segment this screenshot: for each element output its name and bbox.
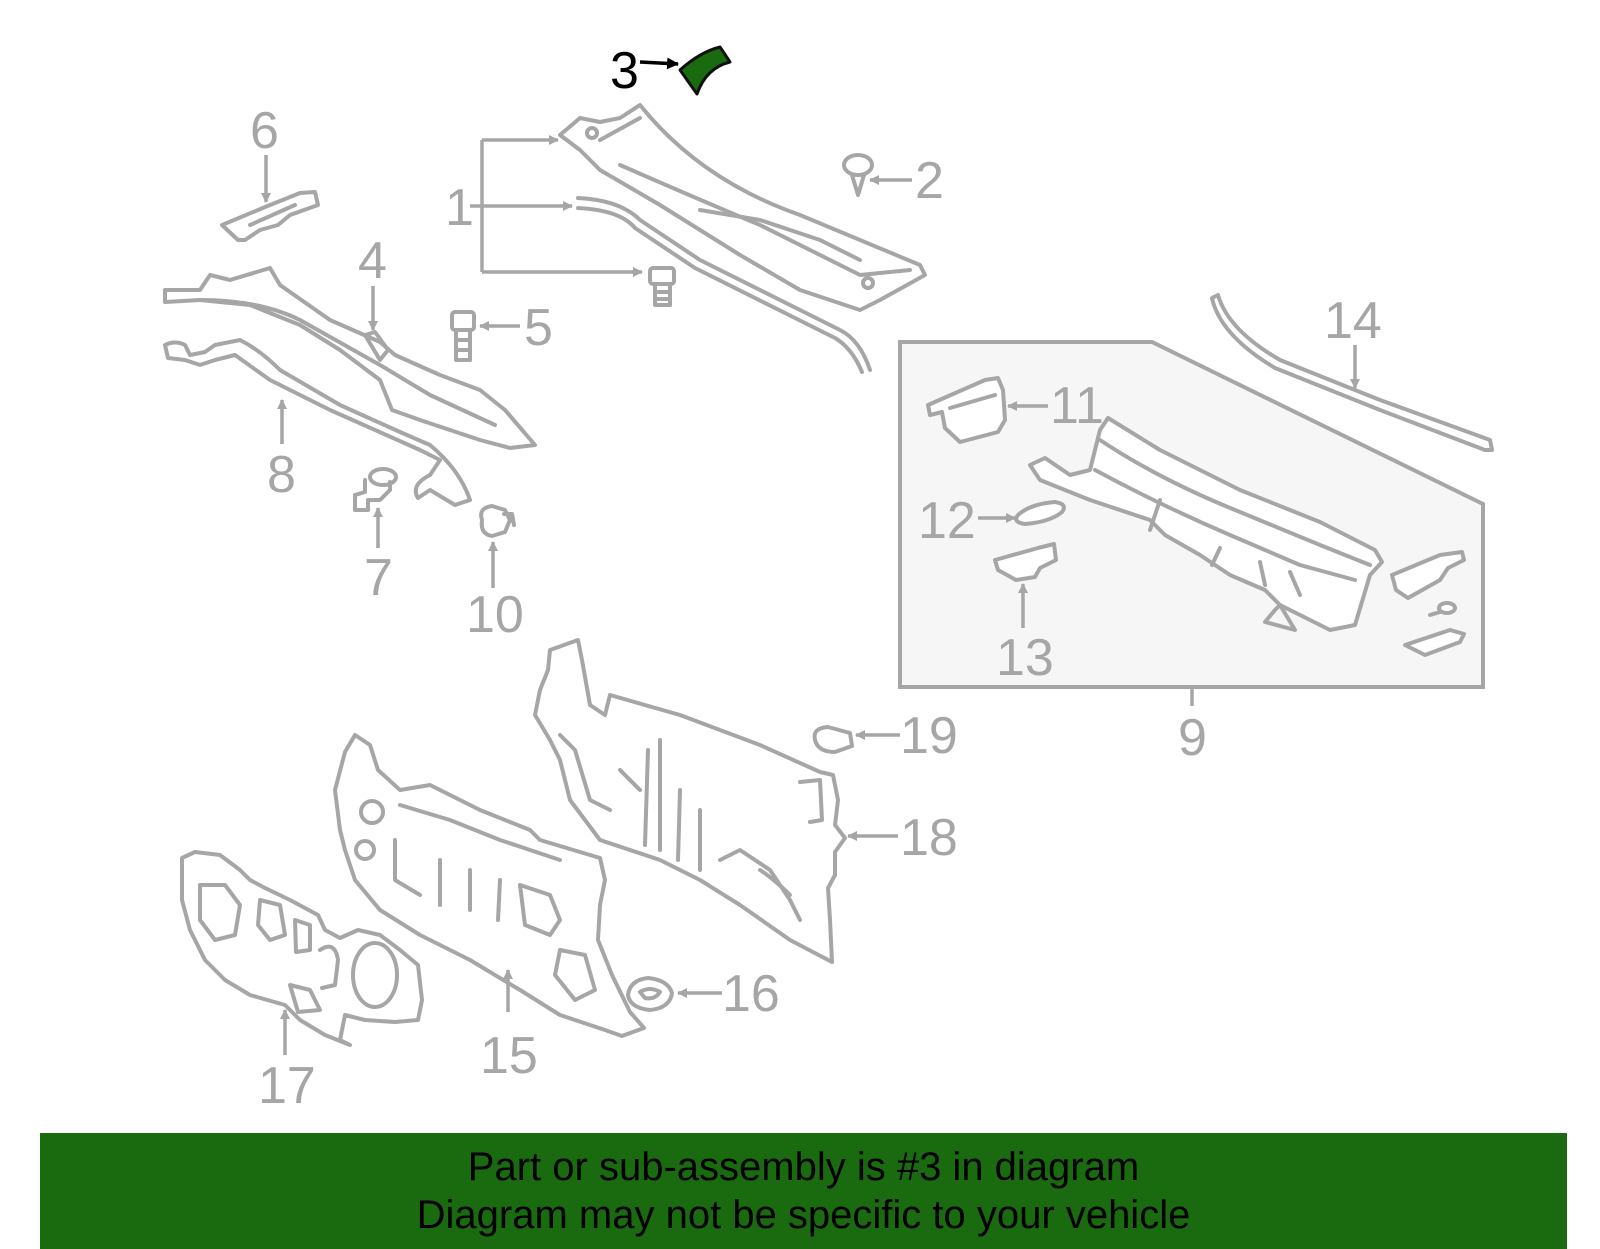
callout-4[interactable]: 4	[358, 232, 387, 290]
callout-9[interactable]: 9	[1178, 709, 1207, 767]
part-11-bracket[interactable]	[926, 376, 1007, 444]
part-7-clip[interactable]	[353, 467, 398, 512]
part-6-bracket[interactable]	[220, 190, 320, 242]
callout-19[interactable]: 19	[900, 707, 958, 765]
callout-2[interactable]: 2	[915, 152, 944, 210]
callout-8[interactable]: 8	[267, 446, 296, 504]
callout-11[interactable]: 11	[1050, 377, 1104, 435]
part-12-plug[interactable]	[1014, 500, 1066, 526]
subassembly-bracket-right[interactable]	[1390, 550, 1466, 657]
callout-6[interactable]: 6	[250, 102, 279, 160]
part-16-grommet[interactable]	[626, 976, 674, 1012]
part-4-cowl-side[interactable]	[163, 266, 537, 450]
callout-7[interactable]: 7	[364, 549, 393, 607]
callout-18[interactable]: 18	[900, 809, 958, 867]
callout-1[interactable]: 1	[445, 179, 474, 237]
part-10-grommet[interactable]	[479, 504, 516, 538]
callout-5[interactable]: 5	[524, 299, 553, 357]
callout-10[interactable]: 10	[466, 586, 524, 644]
part-14-seal[interactable]	[1210, 293, 1494, 452]
part-8-seal[interactable]	[163, 338, 472, 507]
banner-line-1: Part or sub-assembly is #3 in diagram	[467, 1145, 1140, 1189]
part-1-cowl-seal[interactable]	[576, 196, 872, 374]
callout-15[interactable]: 15	[480, 1027, 538, 1085]
info-banner: Part or sub-assembly is #3 in diagram Di…	[40, 1133, 1567, 1249]
callout-16[interactable]: 16	[722, 965, 780, 1023]
part-17-insulator[interactable]	[180, 850, 424, 1047]
part-15-insulator[interactable]	[333, 733, 646, 1038]
part-1-cowl-panel[interactable]	[558, 103, 927, 312]
part-13-bracket[interactable]	[993, 542, 1058, 582]
callout-17[interactable]: 17	[258, 1057, 316, 1115]
callout-14[interactable]: 14	[1324, 292, 1382, 350]
callout-12[interactable]: 12	[918, 492, 976, 550]
part-19-clip[interactable]	[812, 725, 854, 754]
bolt-part-1[interactable]	[648, 266, 676, 307]
part-5-bolt[interactable]	[450, 310, 476, 362]
callout-13[interactable]: 13	[996, 629, 1054, 687]
callout-3[interactable]: 3	[610, 42, 639, 100]
part-2-clip[interactable]	[842, 153, 874, 197]
part-18-dash-panel[interactable]	[533, 638, 847, 964]
leader-3	[639, 57, 679, 70]
part-3-seal[interactable]	[678, 45, 732, 96]
banner-line-2: Diagram may not be specific to your vehi…	[416, 1193, 1191, 1237]
subassembly-cowl-top[interactable]	[1028, 416, 1384, 632]
